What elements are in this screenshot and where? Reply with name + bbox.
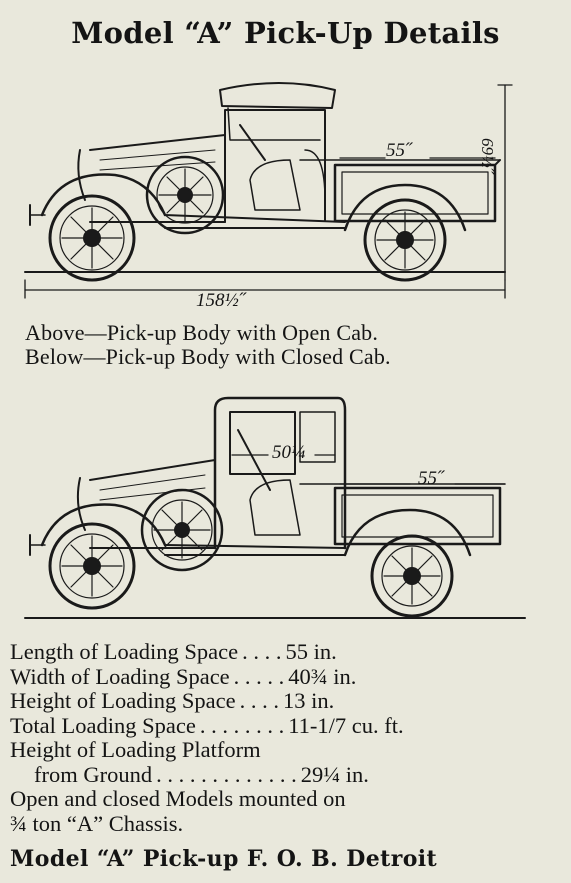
caption-below: Below—Pick-up Body with Closed Cab. — [25, 344, 391, 369]
spec-row: Width of Loading Space . . . . . 40¾ in. — [10, 663, 565, 690]
closed-cab-truck-drawing — [24, 396, 526, 619]
bottom-cab-width-label: 50¼ — [272, 442, 306, 463]
spec-label: Length of Loading Space — [10, 639, 239, 664]
top-overall-length-label: 158½˝ — [196, 290, 246, 311]
spec-label: Height of Loading Platform — [10, 737, 261, 762]
spec-value: 40¾ in. — [288, 663, 357, 689]
spec-dots: . . . . — [242, 639, 282, 664]
specifications-list: Length of Loading Space . . . . 55 in. W… — [10, 639, 565, 836]
spec-label: Width of Loading Space — [10, 663, 230, 689]
top-body-length-label: 55˝ — [386, 140, 412, 161]
chassis-note-line-2: ¾ ton “A” Chassis. — [10, 810, 184, 836]
spec-label: Height of Loading Space — [10, 688, 236, 713]
spec-dots: . . . . . . . . — [199, 712, 285, 738]
spec-row: from Ground . . . . . . . . . . . . . 29… — [10, 761, 565, 788]
spec-row: Height of Loading Space . . . . 13 in. — [10, 688, 565, 714]
caption-above: Above—Pick-up Body with Open Cab. — [25, 320, 379, 345]
spec-value: 13 in. — [282, 688, 335, 713]
spec-dots: . . . . . . . . . . . . . — [156, 761, 297, 787]
spec-row: Height of Loading Platform — [10, 737, 565, 763]
chassis-note-line-1: Open and closed Models mounted on — [10, 786, 346, 811]
spec-row: Length of Loading Space . . . . 55 in. — [10, 639, 565, 665]
spec-value: 29¼ in. — [300, 761, 369, 787]
spec-label: from Ground — [34, 761, 153, 787]
spec-value: 11-1/7 cu. ft. — [288, 712, 404, 738]
footer-price-heading: Model “A” Pick-up F. O. B. Detroit — [10, 846, 438, 872]
page-title: Model “A” Pick-Up Details — [71, 16, 500, 50]
spec-label: Total Loading Space — [10, 712, 196, 738]
top-height-label: 69½˝ — [478, 138, 497, 174]
spec-value: 55 in. — [285, 639, 337, 664]
open-cab-truck-drawing — [24, 82, 513, 299]
spec-row: Total Loading Space . . . . . . . . 11-1… — [10, 712, 565, 739]
spec-dots: . . . . . — [233, 663, 285, 689]
bottom-body-length-label: 55˝ — [418, 468, 444, 489]
spec-dots: . . . . — [239, 688, 279, 713]
